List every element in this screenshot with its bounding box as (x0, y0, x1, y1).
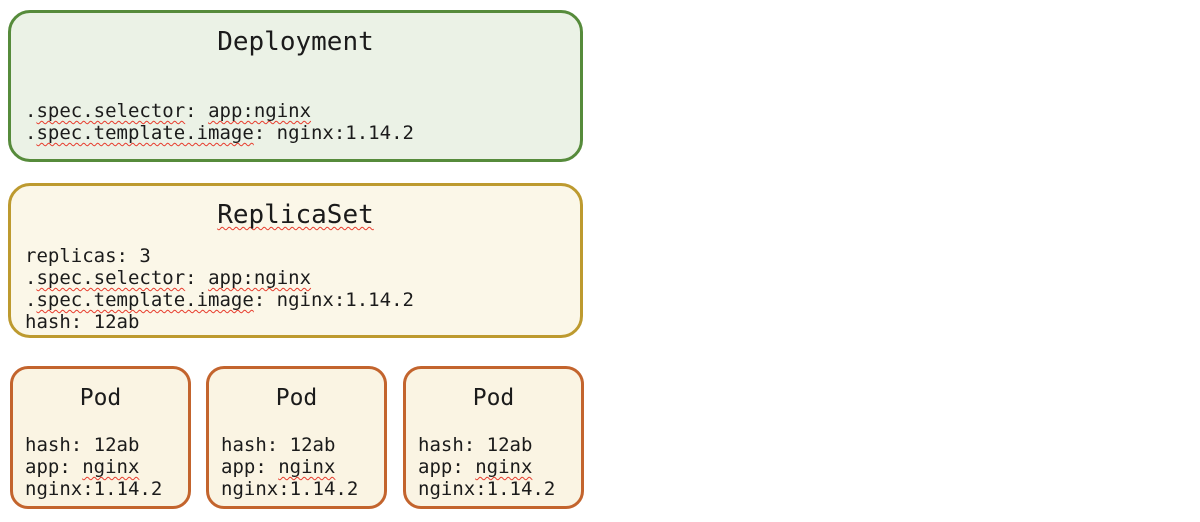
text-line: hash: 12ab (418, 434, 555, 456)
text-segment-misspelled: spec.selector (36, 100, 186, 122)
pod-1-title: Pod (79, 385, 122, 411)
text-line: nginx:1.14.2 (25, 478, 162, 500)
text-segment-misspelled: spec.template.image (36, 122, 254, 144)
text-segment-misspelled: app:nginx (208, 100, 312, 122)
text-segment: hash: 12ab (25, 434, 140, 456)
text-segment: app: (221, 456, 279, 478)
text-segment: app: (418, 456, 476, 478)
text-segment-misspelled: app:nginx (208, 267, 312, 289)
text-segment: : (185, 100, 209, 122)
text-line: replicas: 3 (25, 245, 414, 267)
text-line: hash: 12ab (25, 434, 162, 456)
replicaset-spec-text: replicas: 3.spec.selector: app:nginx.spe… (25, 245, 414, 333)
text-segment-misspelled: nginx (475, 456, 533, 478)
text-segment: . (25, 122, 37, 144)
text-segment: replicas: 3 (25, 245, 151, 267)
text-line: nginx:1.14.2 (418, 478, 555, 500)
text-line: .spec.template.image: nginx:1.14.2 (25, 289, 414, 311)
text-segment-misspelled: nginx (278, 456, 336, 478)
deployment-title: Deployment (217, 27, 374, 57)
text-segment: : (185, 267, 209, 289)
text-segment-misspelled: spec.selector (36, 267, 186, 289)
replicaset-title: ReplicaSet (217, 200, 374, 230)
text-segment: . (25, 100, 37, 122)
text-segment-misspelled: nginx (82, 456, 140, 478)
text-line: hash: 12ab (25, 311, 414, 333)
text-line: app: nginx (221, 456, 358, 478)
text-segment: . (25, 267, 37, 289)
text-segment: : nginx:1.14.2 (253, 122, 414, 144)
pod-3-title: Pod (472, 385, 515, 411)
text-segment: app: (25, 456, 83, 478)
pod-2-title: Pod (275, 385, 318, 411)
text-segment-misspelled: spec.template.image (36, 289, 254, 311)
text-line: .spec.selector: app:nginx (25, 100, 414, 122)
text-line: app: nginx (418, 456, 555, 478)
text-segment: nginx:1.14.2 (418, 478, 556, 500)
text-line: .spec.template.image: nginx:1.14.2 (25, 122, 414, 144)
replicaset-box: ReplicaSet replicas: 3.spec.selector: ap… (8, 183, 583, 338)
text-segment: hash: 12ab (25, 311, 140, 333)
text-segment: : nginx:1.14.2 (253, 289, 414, 311)
text-segment: nginx:1.14.2 (25, 478, 163, 500)
text-line: .spec.selector: app:nginx (25, 267, 414, 289)
deployment-spec-text: .spec.selector: app:nginx.spec.template.… (25, 100, 414, 144)
text-segment: . (25, 289, 37, 311)
text-segment: nginx:1.14.2 (221, 478, 359, 500)
text-segment: hash: 12ab (221, 434, 336, 456)
text-segment: hash: 12ab (418, 434, 533, 456)
deployment-box: Deployment .spec.selector: app:nginx.spe… (8, 10, 583, 162)
text-line: nginx:1.14.2 (221, 478, 358, 500)
text-line: hash: 12ab (221, 434, 358, 456)
text-line: app: nginx (25, 456, 162, 478)
